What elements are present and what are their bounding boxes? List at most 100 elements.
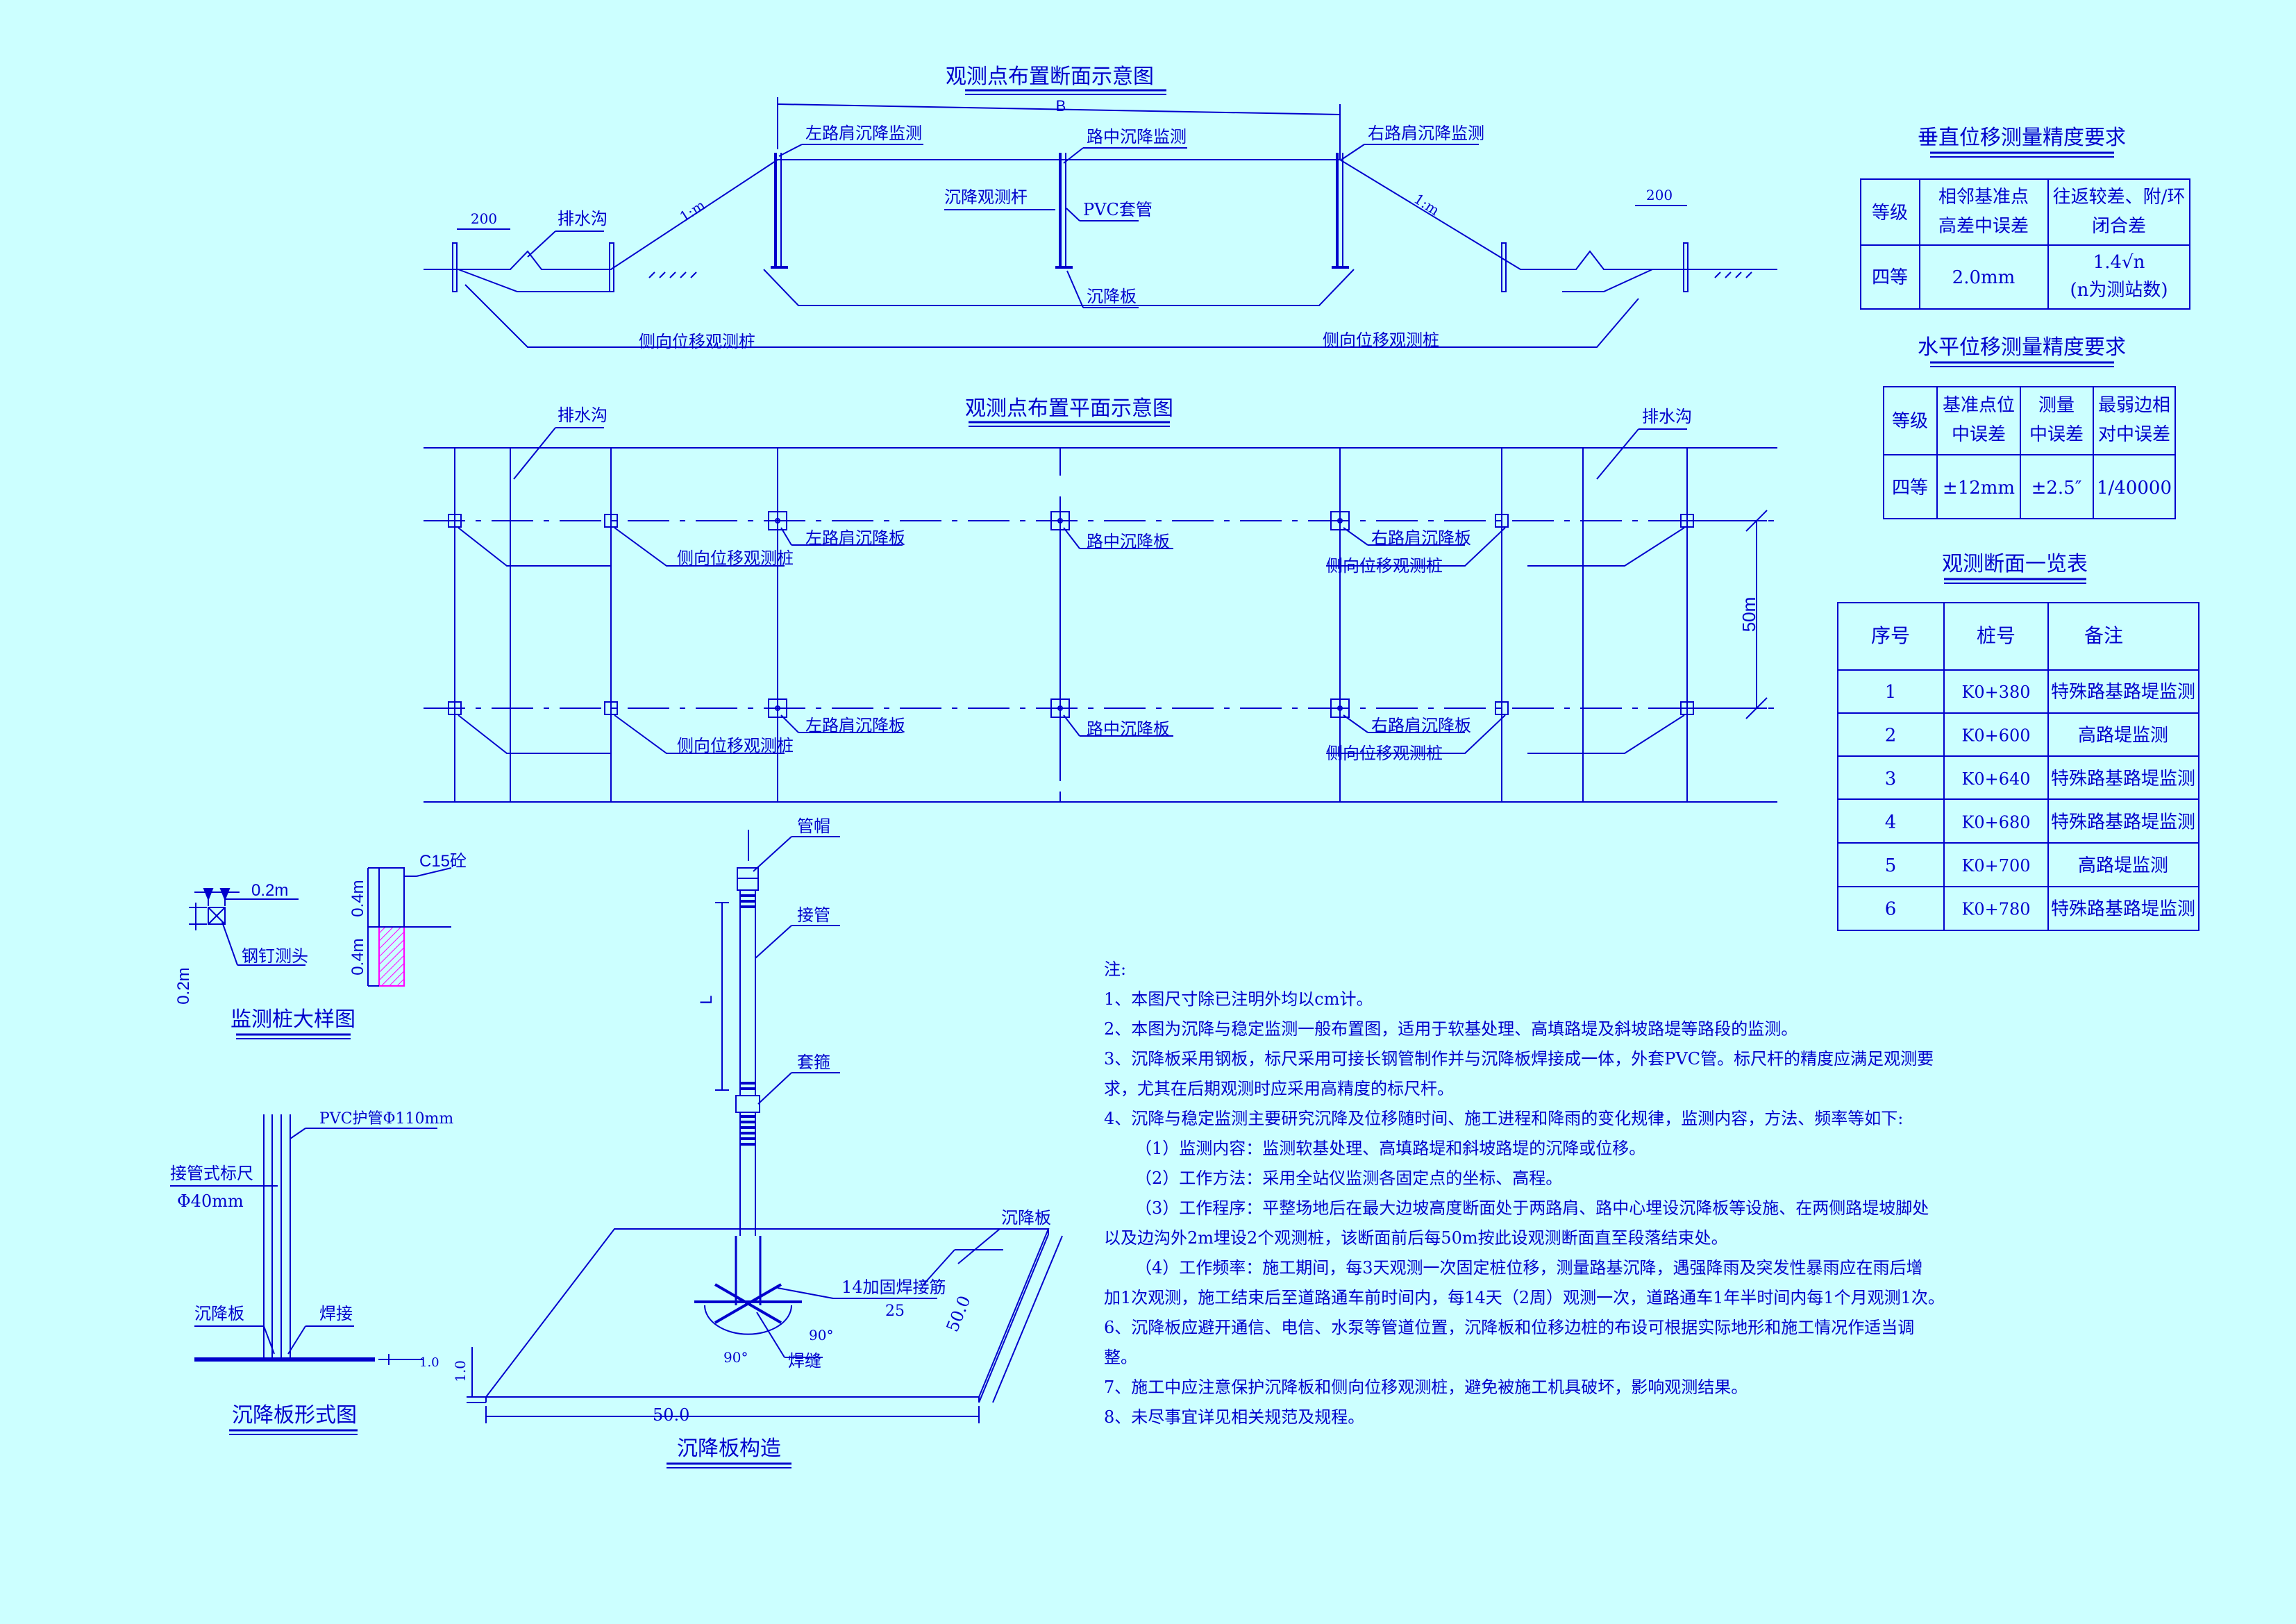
structure-plate: 沉降板 xyxy=(1001,1208,1051,1228)
plate-form-title: 沉降板形式图 xyxy=(232,1403,357,1428)
structure-angle-2: 90° xyxy=(723,1349,748,1366)
plan-pile-3: 侧向位移观测桩 xyxy=(677,736,794,755)
ht-h-col3-l2: 对中误差 xyxy=(2098,424,2170,445)
section-list-cell: 特殊路基路堤监测 xyxy=(2051,899,2195,920)
plan-center-plate-1: 路中沉降板 xyxy=(1087,532,1170,551)
ht-h-col1-l2: 中误差 xyxy=(1952,424,2006,445)
plan-view: 观测点布置平面示意图 xyxy=(424,396,1777,803)
sl-header-no: 序号 xyxy=(1871,624,1910,647)
vt-h-col1-l1: 相邻基准点 xyxy=(1938,187,2029,208)
vertical-precision-table: 垂直位移测量精度要求 等级 相邻基准点 高差中误差 往返较差、附/环 闭合差 四… xyxy=(1860,126,2190,310)
vt-grade: 四等 xyxy=(1872,267,1908,288)
pile-concrete-label: C15砼 xyxy=(419,852,467,871)
note-line: 7、施工中应注意保护沉降板和侧向位移观测桩，避免被施工机具破坏，影响观测结果。 xyxy=(1104,1378,1748,1397)
section-list-cell: K0+600 xyxy=(1961,726,2030,746)
section-list-cell: 2 xyxy=(1885,726,1897,746)
ht-val3: 1/40000 xyxy=(2097,478,2172,499)
vt-val2-l2: (n为测站数) xyxy=(2070,280,2168,301)
section-list-cell: 特殊路基路堤监测 xyxy=(2051,769,2195,789)
ht-h-grade: 等级 xyxy=(1892,411,1928,432)
plan-spacing-50m: 50m xyxy=(1738,597,1759,633)
section-list-cell: 4 xyxy=(1885,812,1897,833)
section-list-cell: K0+780 xyxy=(1961,900,2030,919)
ht-h-col2-l1: 测量 xyxy=(2038,395,2075,416)
section-view-title: 观测点布置断面示意图 xyxy=(946,65,1154,89)
plan-center-plate-2: 路中沉降板 xyxy=(1087,719,1170,739)
dim-200-right: 200 xyxy=(1646,187,1673,203)
ht-grade: 四等 xyxy=(1892,478,1928,499)
plate-form-rod-l1: 接管式标尺 xyxy=(170,1164,253,1183)
label-pile-right: 侧向位移观测桩 xyxy=(1323,330,1439,350)
note-line: 4、沉降与稳定监测主要研究沉降及位移随时间、施工进程和降雨的变化规律，监测内容，… xyxy=(1104,1109,1904,1128)
structure-weld: 焊缝 xyxy=(788,1351,821,1371)
plate-form-weld: 焊接 xyxy=(319,1304,353,1323)
section-list-cell: 特殊路基路堤监测 xyxy=(2051,812,2195,833)
note-line: （2）工作方法：采用全站仪监测各固定点的坐标、高程。 xyxy=(1135,1169,1563,1188)
section-list-title: 观测断面一览表 xyxy=(1942,552,2088,576)
pile-d02-vertical: 0.2m xyxy=(174,967,193,1004)
section-list-cell: 高路堤监测 xyxy=(2078,855,2168,876)
structure-joint: 接管 xyxy=(797,905,830,925)
plan-ditch-right: 排水沟 xyxy=(1642,407,1692,426)
pile-d02: 0.2m xyxy=(251,881,288,900)
note-line: 1、本图尺寸除已注明外均以cm计。 xyxy=(1104,989,1373,1009)
note-line: 以及边沟外2m埋设2个观测桩，该断面前后每50m按此设观测断面直至段落结束处。 xyxy=(1104,1228,1728,1248)
ht-h-col2-l2: 中误差 xyxy=(2029,424,2084,445)
structure-rebar-l1: 14加固焊接筋 xyxy=(841,1278,946,1297)
note-line: （4）工作频率：施工期间，每3天观测一次固定桩位移，测量路基沉降，遇强降雨及突发… xyxy=(1135,1258,1923,1278)
note-line: 3、沉降板采用钢板，标尺采用可接长钢管制作并与沉降板焊接成一体，外套PVC管。标… xyxy=(1104,1049,1934,1069)
section-view: 观测点布置断面示意图 B 左路肩沉降监测 xyxy=(424,65,1777,351)
label-left-shoulder: 左路肩沉降监测 xyxy=(805,124,922,143)
notes-block: 注: 1、本图尺寸除已注明外均以cm计。 2、本图为沉降与稳定监测一般布置图，适… xyxy=(1104,955,1945,1432)
structure-dim-d: 50.0 xyxy=(943,1293,975,1334)
plan-left-plate-2: 左路肩沉降板 xyxy=(805,716,905,735)
structure-rebar-l2: 25 xyxy=(885,1303,905,1320)
note-line: 求，尤其在后期观测时应采用高精度的标尺杆。 xyxy=(1104,1079,1454,1098)
structure-dim-w: 50.0 xyxy=(653,1405,689,1425)
dim-200-left: 200 xyxy=(471,210,497,227)
plate-form-plate: 沉降板 xyxy=(194,1304,244,1323)
vertical-table-title: 垂直位移测量精度要求 xyxy=(1918,126,2126,150)
plate-form: 1.0 PVC护管Φ110mm 接管式标尺 Φ40mm 沉降板 焊接 沉降板形式… xyxy=(170,1110,453,1435)
plan-ditch-left: 排水沟 xyxy=(558,405,607,425)
note-line: （3）工作程序：平整场地后在最大边坡高度断面处于两路肩、路中心埋设沉降板等设施、… xyxy=(1135,1198,1929,1218)
label-pile-left: 侧向位移观测桩 xyxy=(639,332,755,351)
label-right-shoulder: 右路肩沉降监测 xyxy=(1368,124,1484,143)
note-line: 2、本图为沉降与稳定监测一般布置图，适用于软基处理、高填路堤及斜坡路堤等路段的监… xyxy=(1104,1019,1798,1039)
structure-L: L xyxy=(697,995,716,1004)
pile-detail: 0.2m 0.2m 钢钉测头 C15砼 0.4m 0.4m 监测桩大样图 xyxy=(174,852,467,1039)
label-settlement-plate: 沉降板 xyxy=(1087,287,1137,306)
section-list-cell: 高路堤监测 xyxy=(2078,726,2168,746)
notes-heading: 注: xyxy=(1104,960,1127,979)
note-line: 6、沉降板应避开通信、电信、水泵等管道位置，沉降板和位移边桩的布设可根据实际地形… xyxy=(1104,1318,1915,1337)
structure-dim-t: 1.0 xyxy=(452,1360,469,1382)
label-pvc-sleeve: PVC套管 xyxy=(1083,200,1153,219)
pile-d04b: 0.4m xyxy=(349,938,367,975)
section-list-cell: K0+700 xyxy=(1961,856,2030,876)
plan-left-plate-1: 左路肩沉降板 xyxy=(805,528,905,548)
section-list-cell: 3 xyxy=(1885,769,1897,789)
pile-detail-title: 监测桩大样图 xyxy=(231,1007,355,1032)
structure-angle-1: 90° xyxy=(809,1327,833,1343)
section-list-cell: 6 xyxy=(1885,899,1897,920)
label-ditch-section: 排水沟 xyxy=(558,209,607,228)
section-list-cell: K0+640 xyxy=(1961,769,2030,789)
plan-pile-4: 侧向位移观测桩 xyxy=(1326,744,1443,763)
plan-pile-1: 侧向位移观测桩 xyxy=(677,549,794,568)
horizontal-precision-table: 水平位移测量精度要求 等级 基准点位 中误差 测量 中误差 最弱边相 对中误差 … xyxy=(1883,335,2176,519)
label-center-monitor: 路中沉降监测 xyxy=(1087,127,1187,147)
vt-h-grade: 等级 xyxy=(1872,203,1908,224)
structure-cap: 管帽 xyxy=(797,817,830,836)
ht-h-col3-l1: 最弱边相 xyxy=(2098,395,2170,416)
ht-val2: ±2.5″ xyxy=(2031,478,2082,499)
sl-header-station: 桩号 xyxy=(1977,624,2016,647)
slope-label-right: 1:m xyxy=(1411,190,1442,219)
note-line: 8、未尽事宜详见相关规范及规程。 xyxy=(1104,1407,1365,1427)
plate-form-dim: 1.0 xyxy=(419,1355,439,1370)
section-list-cell: K0+680 xyxy=(1961,813,2030,832)
vt-h-col2-l1: 往返较差、附/环 xyxy=(2053,187,2186,208)
plan-right-plate-1: 右路肩沉降板 xyxy=(1371,528,1471,548)
vt-val2-l1: 1.4√n xyxy=(2093,252,2145,273)
